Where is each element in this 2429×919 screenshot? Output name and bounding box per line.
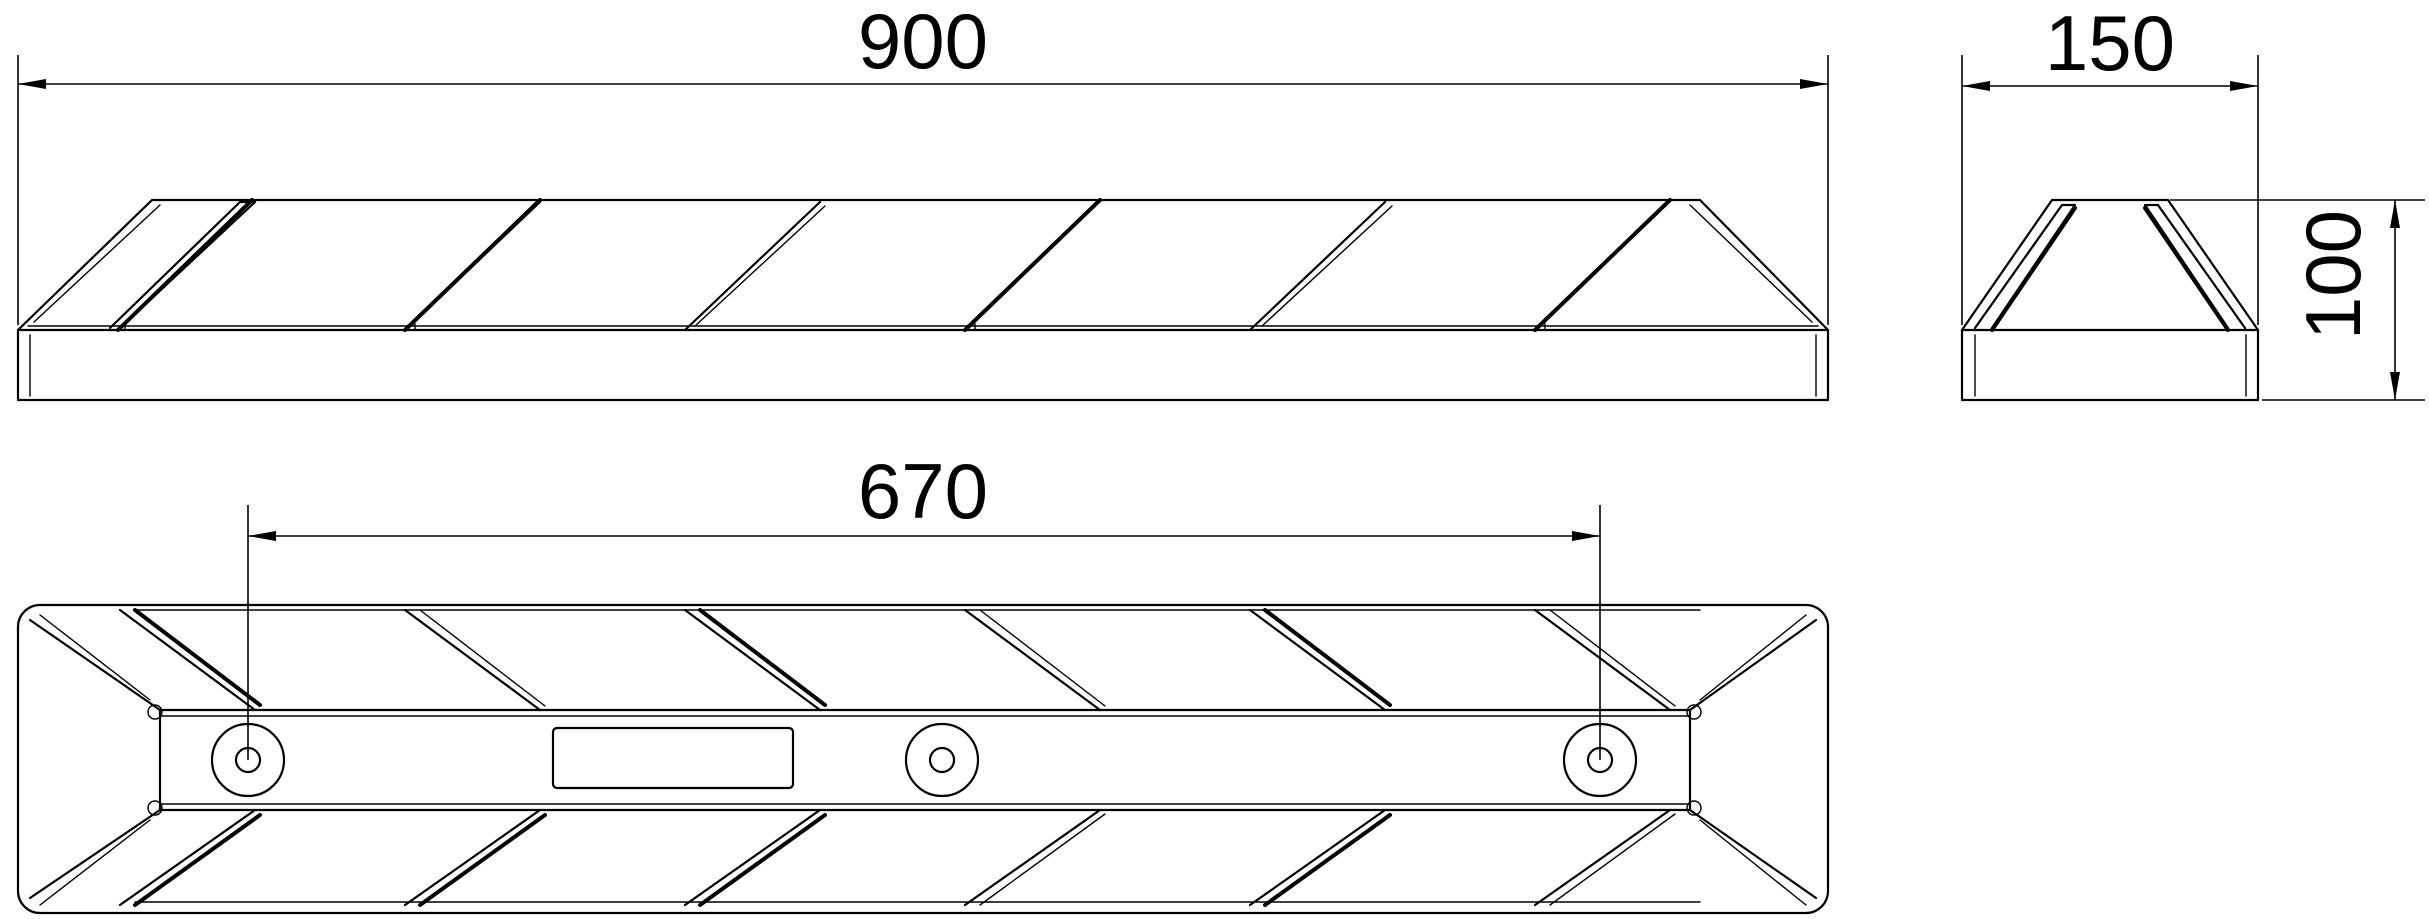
end-view-base — [1960, 328, 2260, 402]
side-view-bevel-right — [1689, 204, 1813, 323]
side-view-bevel-left — [33, 204, 161, 323]
dimension-hole-spacing: 670 — [247, 447, 1601, 760]
top-view — [16, 603, 1830, 915]
dimension-label-100: 100 — [2289, 210, 2377, 340]
top-view-lower-stripes — [118, 808, 1701, 907]
dimension-label-150: 150 — [2045, 0, 2175, 87]
top-view-outline — [16, 603, 1830, 915]
side-view-stripes — [108, 198, 1672, 332]
dimension-label-900: 900 — [858, 0, 988, 85]
end-view — [1960, 198, 2260, 402]
dimension-height: 100 — [2170, 199, 2425, 401]
dimension-width: 150 — [1961, 0, 2259, 325]
side-view — [16, 198, 1830, 402]
dimension-label-670: 670 — [858, 447, 988, 535]
label-plate-recess — [551, 726, 795, 790]
top-view-channel — [158, 708, 1692, 812]
side-view-base — [16, 328, 1830, 402]
dimension-overall-length: 900 — [17, 0, 1829, 325]
top-view-upper-stripes — [118, 608, 1701, 712]
end-view-profile — [1960, 198, 2260, 332]
mounting-hole-center — [904, 722, 980, 798]
side-view-body — [16, 198, 1830, 332]
